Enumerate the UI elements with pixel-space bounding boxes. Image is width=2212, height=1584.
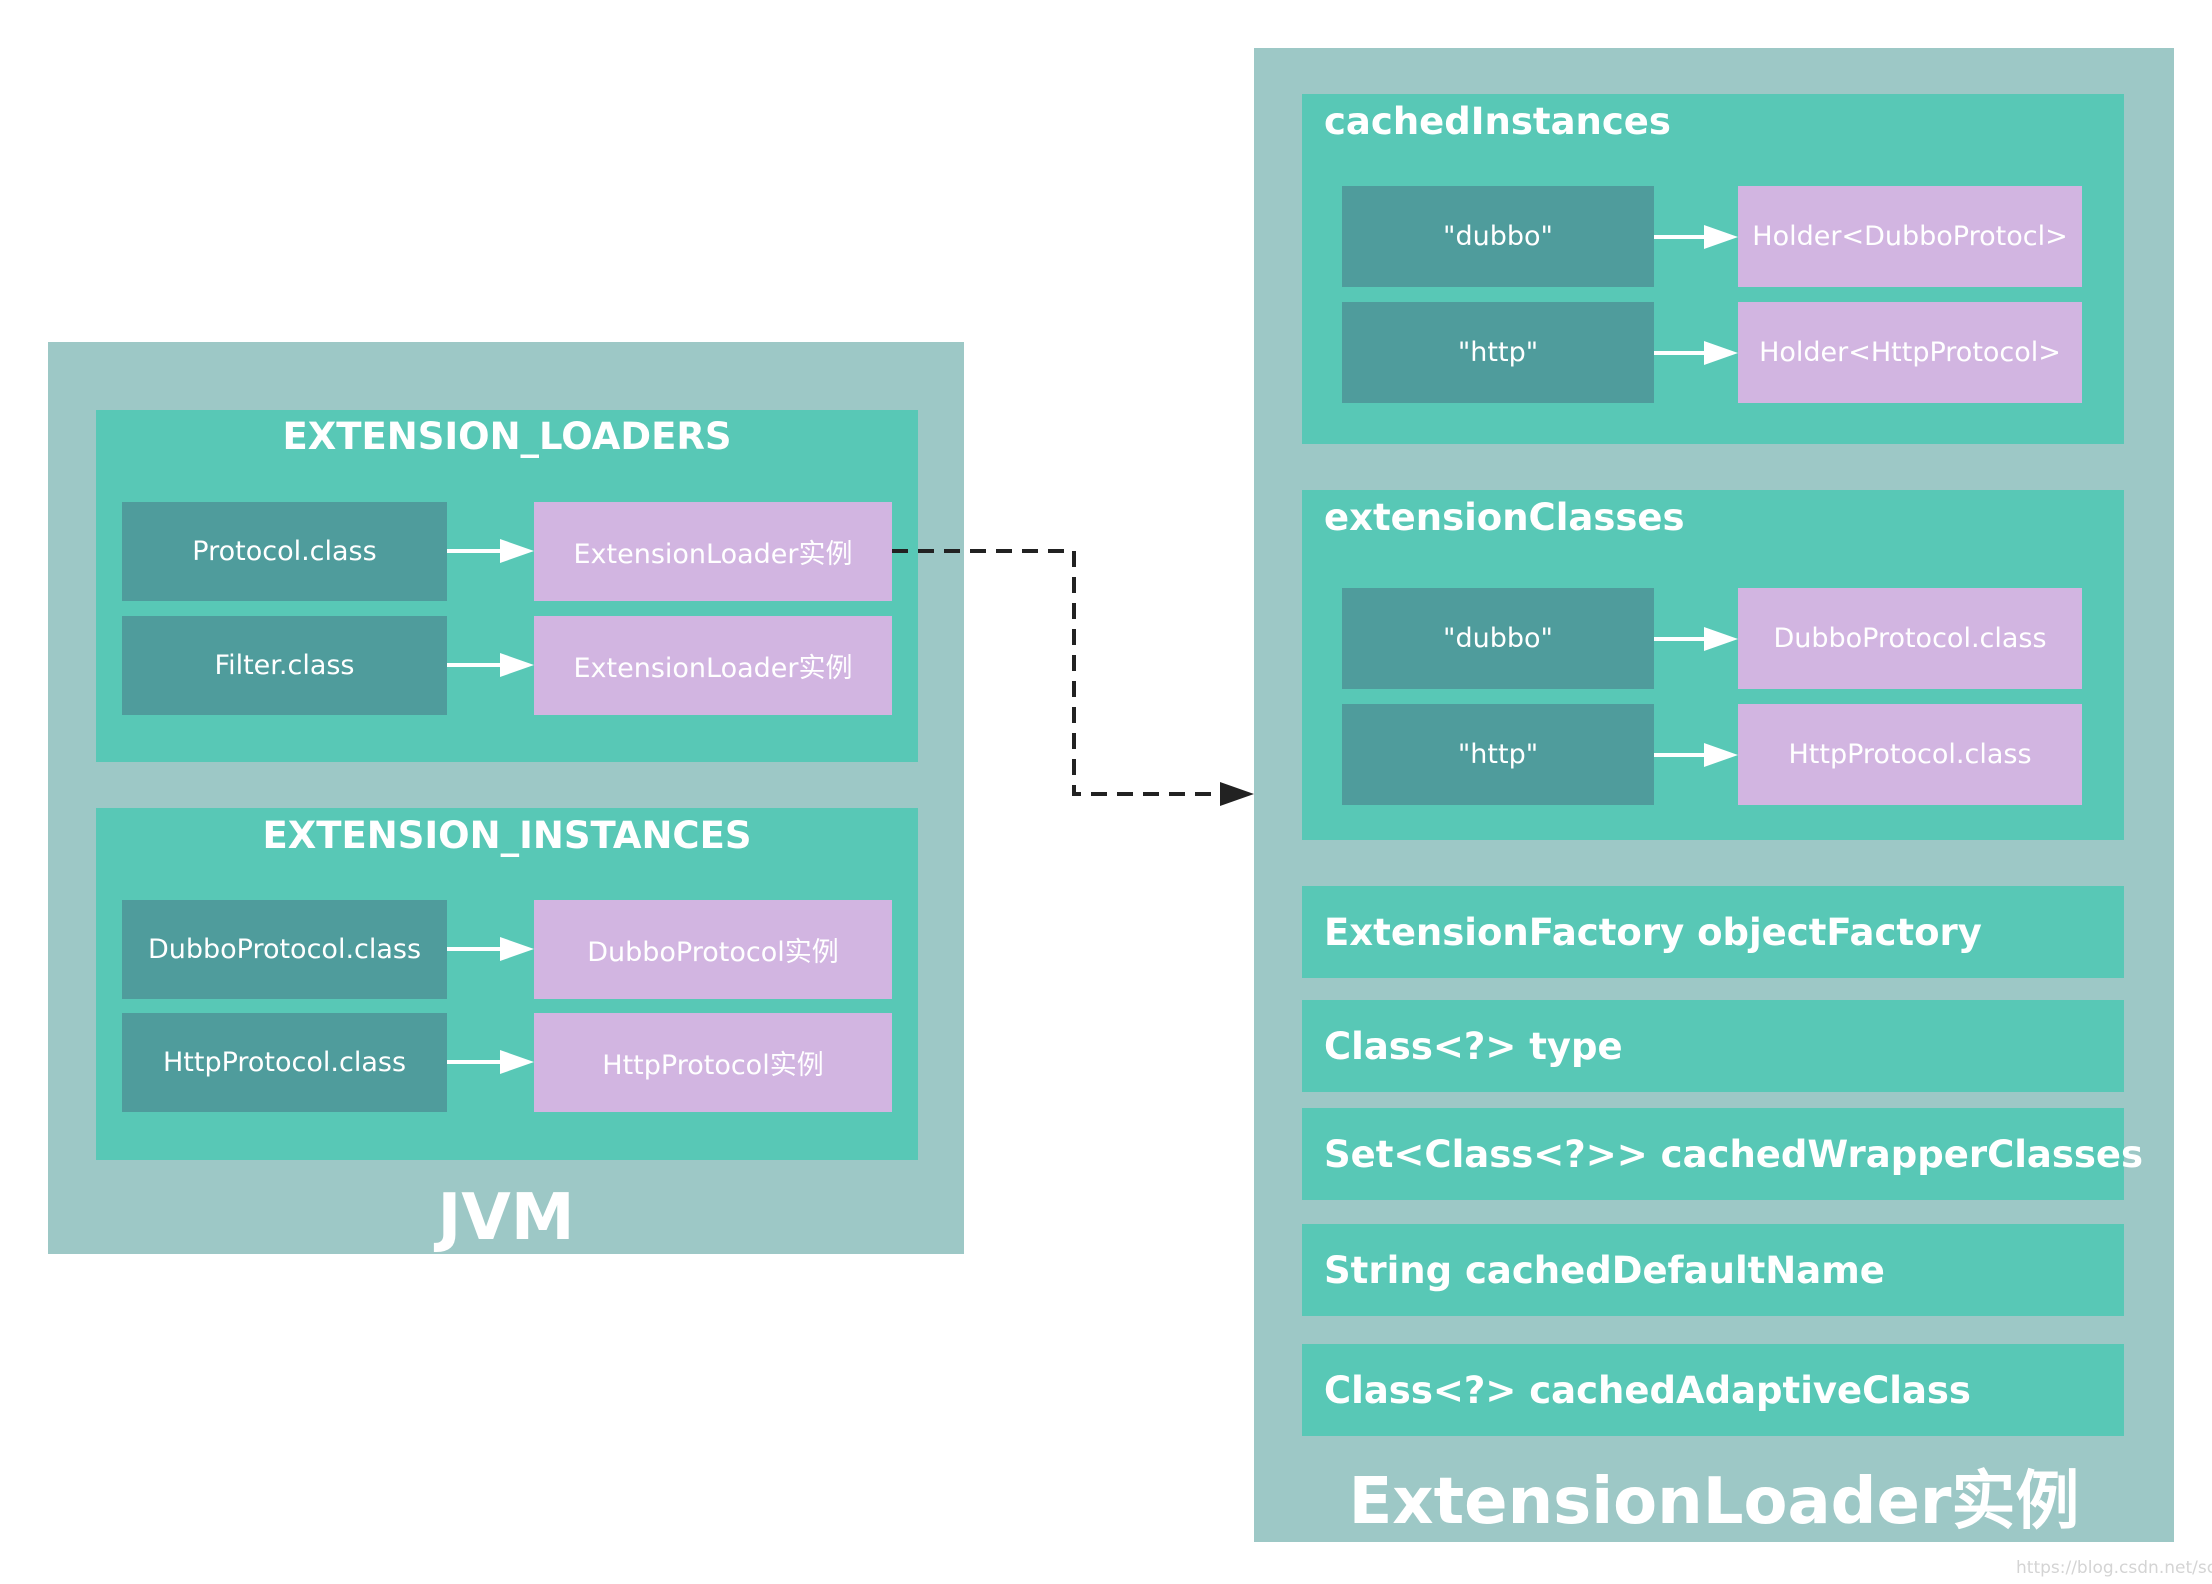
extension-class-value-dubbo: DubboProtocol.class — [1738, 588, 2082, 689]
loader-value-filter: ExtensionLoader实例 — [534, 616, 892, 715]
instance-key-http: HttpProtocol.class — [122, 1013, 447, 1112]
field-object-factory: ExtensionFactory objectFactory — [1302, 886, 2124, 978]
loader-value-protocol: ExtensionLoader实例 — [534, 502, 892, 601]
field-cached-adaptive-class: Class<?> cachedAdaptiveClass — [1302, 1344, 2124, 1436]
extension-loader-label: ExtensionLoader实例 — [1348, 1465, 2080, 1539]
extension-class-key-dubbo: "dubbo" — [1342, 588, 1654, 689]
jvm-label: JVM — [437, 1181, 575, 1255]
field-cached-default-name: String cachedDefaultName — [1302, 1224, 2124, 1316]
instance-value-dubbo: DubboProtocol实例 — [534, 900, 892, 999]
cached-instance-value-http: Holder<HttpProtocol> — [1738, 302, 2082, 403]
loader-key-protocol: Protocol.class — [122, 502, 447, 601]
loader-key-filter: Filter.class — [122, 616, 447, 715]
extension-loaders-title: EXTENSION_LOADERS — [282, 415, 732, 458]
instance-key-dubbo: DubboProtocol.class — [122, 900, 447, 999]
extension-classes-title: extensionClasses — [1324, 496, 1685, 539]
cached-instance-value-dubbo: Holder<DubboProtocl> — [1738, 186, 2082, 287]
cached-instance-key-http: "http" — [1342, 302, 1654, 403]
extension-instances-title: EXTENSION_INSTANCES — [262, 814, 752, 857]
cached-instances-title: cachedInstances — [1324, 100, 1671, 143]
watermark: https://blog.csdn.net/scjava — [2016, 1558, 2212, 1578]
cached-instance-key-dubbo: "dubbo" — [1342, 186, 1654, 287]
instance-value-http: HttpProtocol实例 — [534, 1013, 892, 1112]
field-cached-wrapper-classes: Set<Class<?>> cachedWrapperClasses — [1302, 1108, 2143, 1200]
field-type: Class<?> type — [1302, 1000, 2124, 1092]
extension-class-value-http: HttpProtocol.class — [1738, 704, 2082, 805]
extension-class-key-http: "http" — [1342, 704, 1654, 805]
